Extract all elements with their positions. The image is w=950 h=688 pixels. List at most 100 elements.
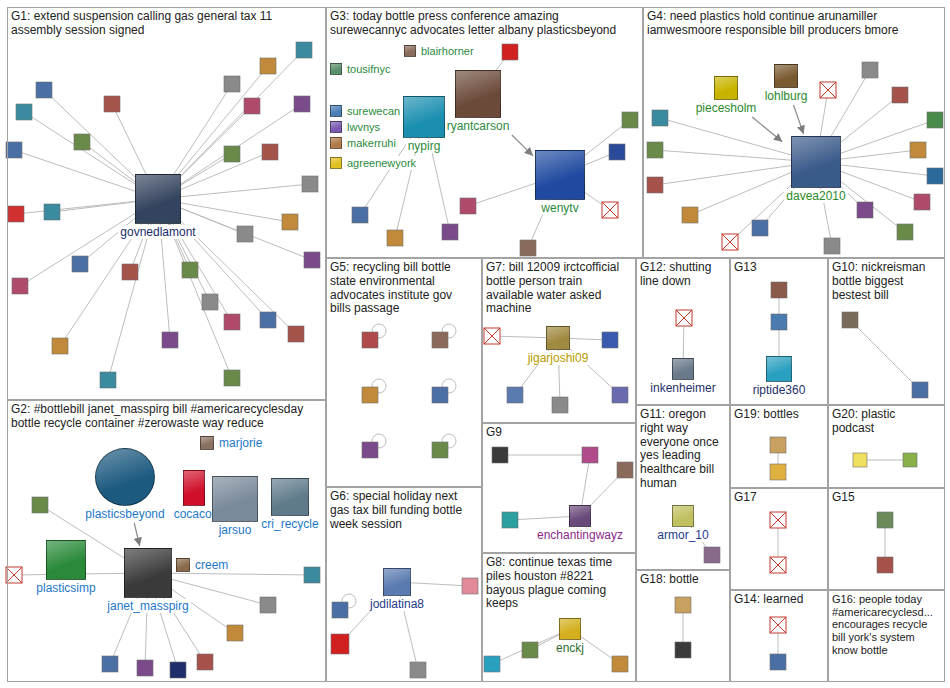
vertex-image: [569, 505, 591, 527]
vertex-image: [52, 338, 68, 354]
broken-image-cross: [770, 557, 786, 573]
vertex-node: cocacol: [172, 470, 217, 521]
vertex-image: [682, 207, 698, 223]
vertex-image: [46, 540, 86, 580]
vertex-image: [903, 453, 917, 467]
vertex-node: lwvnys: [330, 120, 382, 134]
vertex-label: enchantingwayz: [535, 528, 625, 542]
edge-connector: [512, 135, 533, 156]
broken-image: [484, 328, 500, 344]
vertex-node: janet_masspirg: [105, 548, 190, 613]
vertex-label: marjorie: [217, 436, 264, 450]
group-box: jodilatina8G6: special holiday next gas …: [326, 487, 482, 682]
vertex-image: [302, 176, 318, 192]
vertex-image: [672, 358, 694, 380]
vertex-image: [546, 326, 570, 350]
group-title: G9: [483, 424, 506, 441]
vertex-node: agreenewyork: [330, 156, 418, 170]
vertex-node: plasticsimp: [34, 540, 97, 595]
group-box: marjorie plasticsbeyond cocacoljarsuo cri_r…: [7, 400, 326, 682]
edge-line: [850, 320, 920, 390]
vertex-label: govnedlamont: [118, 225, 197, 239]
vertex-image: [387, 230, 403, 246]
vertex-image: [672, 505, 694, 527]
group-box: tousifnycblairhornersurewecanlwvnysmaker…: [326, 7, 643, 258]
vertex-label: jarsuo: [217, 523, 254, 537]
vertex-image: [330, 137, 342, 149]
edge-line: [148, 573, 312, 575]
edge-line: [500, 455, 590, 456]
broken-image: [602, 202, 618, 218]
vertex-label: jodilatina8: [368, 597, 426, 611]
vertex-image: [927, 168, 943, 184]
vertex-image: [910, 142, 926, 158]
group-title: G19: bottles: [731, 406, 803, 423]
vertex-image: [224, 76, 240, 92]
group-title: G18: bottle: [637, 571, 703, 588]
vertex-image: [617, 462, 633, 478]
vertex-node: cri_recycle: [259, 478, 320, 531]
vertex-image: [877, 557, 893, 573]
vertex-image: [74, 134, 90, 150]
vertex-image: [824, 238, 840, 254]
vertex-node: plasticsbeyond: [83, 448, 166, 521]
vertex-node: tousifnyc: [330, 62, 392, 76]
vertex-label: plasticsbeyond: [83, 507, 166, 521]
vertex-image: [135, 174, 181, 224]
vertex-image: [403, 96, 445, 138]
vertex-image: [197, 654, 213, 670]
vertex-image: [622, 112, 638, 128]
edge-connector: [134, 523, 140, 546]
edge-line: [860, 460, 910, 461]
vertex-image: [520, 240, 536, 256]
vertex-image: [522, 642, 538, 658]
group-title: G13: [731, 259, 761, 276]
vertex-node: piecesholm: [694, 76, 759, 115]
vertex-image: [675, 642, 691, 658]
vertex-image: [770, 437, 786, 453]
group-box: G16: people today #americarecyclesd... e…: [828, 590, 945, 682]
group-box: govnedlamontG1: extend suspension callin…: [7, 7, 326, 400]
vertex-node: surewecan: [330, 104, 402, 118]
vertex-image: [862, 62, 878, 78]
group-box: enchantingwayz G9: [482, 423, 636, 553]
vertex-node: nypirg: [403, 96, 445, 153]
vertex-image: [304, 252, 320, 268]
vertex-image: [612, 656, 628, 672]
vertex-image: [330, 157, 342, 169]
vertex-image: [502, 512, 518, 528]
vertex-image: [262, 144, 278, 160]
vertex-node: jodilatina8: [368, 568, 426, 611]
vertex-image: [162, 332, 178, 348]
broken-image: [676, 310, 692, 326]
group-title: G15: [829, 489, 859, 506]
vertex-label: inkenheimer: [648, 381, 717, 395]
vertex-node: riptide360: [751, 356, 808, 397]
vertex-image: [675, 597, 691, 613]
group-box: G15: [828, 488, 945, 590]
vertex-image: [332, 602, 348, 618]
group-title: G5: recycling bill bottle state environm…: [327, 259, 480, 317]
broken-image: [770, 617, 786, 633]
broken-image-cross: [602, 202, 618, 218]
vertex-image: [442, 224, 458, 240]
vertex-image: [100, 372, 116, 388]
group-title: G20: plastic podcast: [829, 406, 943, 437]
group-box: inkenheimerG12: shutting line down: [636, 258, 730, 405]
vertex-label: blairhorner: [419, 44, 476, 58]
edge-connector: [752, 117, 782, 142]
vertex-image: [432, 332, 448, 348]
vertex-image: [383, 568, 411, 596]
vertex-image: [704, 547, 720, 563]
group-title: G7: bill 12009 irctcofficial bottle pers…: [483, 259, 634, 317]
vertex-image: [714, 76, 738, 100]
vertex-image: [362, 332, 378, 348]
vertex-label: agreenewyork: [345, 156, 418, 170]
vertex-label: janet_masspirg: [105, 599, 190, 613]
vertex-image: [227, 625, 243, 641]
vertex-image: [460, 198, 476, 214]
edge-connector: [793, 105, 803, 134]
broken-image-cross: [484, 328, 500, 344]
group-box: armor_10G11: oregon right way everyone o…: [636, 405, 730, 570]
vertex-image: [182, 262, 198, 278]
